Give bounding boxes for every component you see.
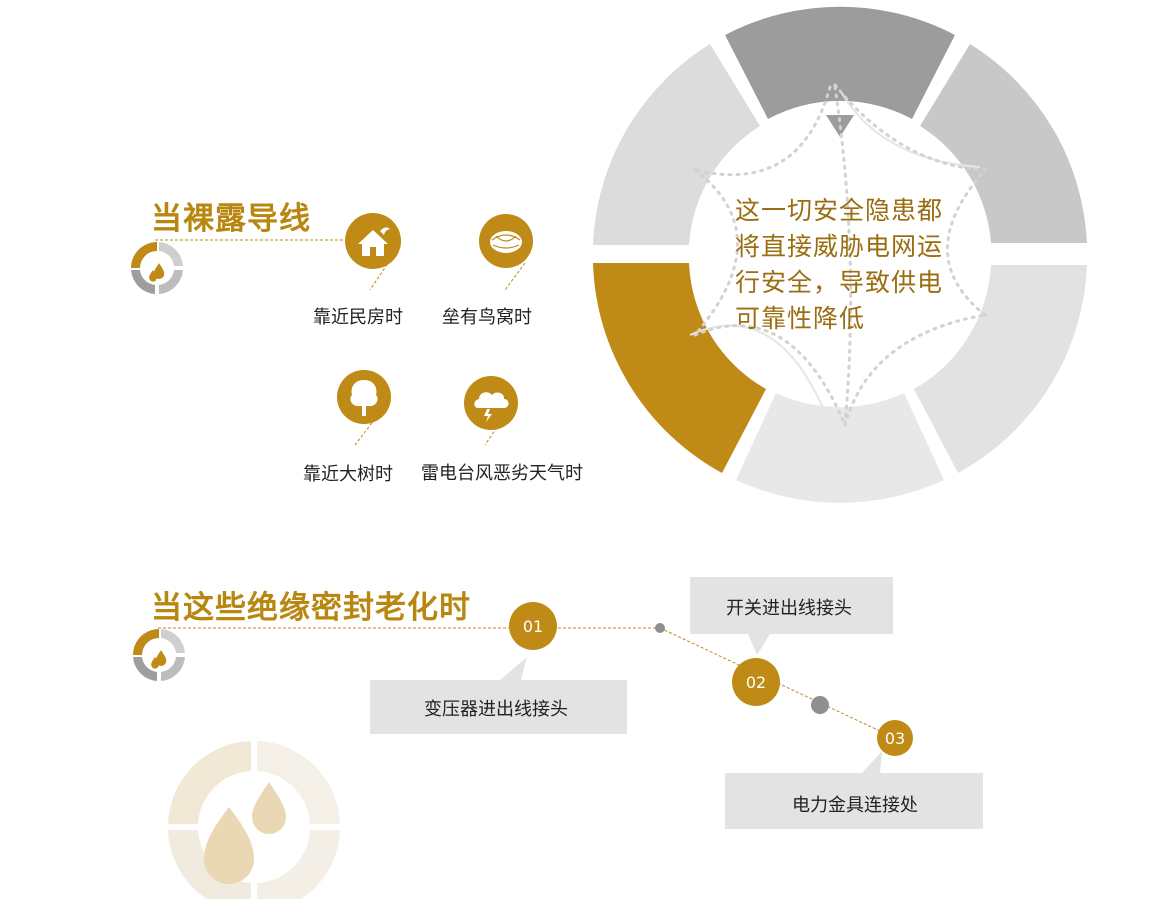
hazard-label: 靠近大树时 xyxy=(303,464,393,485)
hazard-label: 靠近民房时 xyxy=(313,307,403,328)
flow-node xyxy=(811,696,829,714)
flow-node xyxy=(655,623,665,633)
ring-segment-bottom xyxy=(736,393,944,503)
step-circle-02 xyxy=(732,658,780,706)
ring-text-line: 可靠性降低 xyxy=(735,304,866,333)
ring-segment-bottom-right xyxy=(914,265,1087,473)
ring-segment-bottom-left xyxy=(593,263,766,473)
callout-box-1 xyxy=(370,657,627,734)
ring-text-line: 行安全，导致供电 xyxy=(735,268,944,297)
step-number: 02 xyxy=(746,673,766,692)
section2-title: 当这些绝缘密封老化时 xyxy=(151,590,471,626)
nest-icon xyxy=(479,214,533,268)
ring-center-text: 这一切安全隐患都 将直接威胁电网运 行安全，导致供电 可靠性降低 xyxy=(735,193,985,337)
step-circle-03 xyxy=(877,720,913,756)
hazard-label: 垒有鸟窝时 xyxy=(442,307,532,328)
step-number: 03 xyxy=(885,729,905,748)
icon-leader-lines xyxy=(354,259,526,446)
step-label: 电力金具连接处 xyxy=(792,795,918,816)
callout-box-3 xyxy=(725,751,983,829)
callout-box-2 xyxy=(690,577,893,655)
section1-title: 当裸露导线 xyxy=(151,201,311,237)
ring-segment-top-left xyxy=(593,44,760,245)
large-drop-badge-icon xyxy=(168,741,340,899)
drop-badge-icon xyxy=(131,242,183,294)
house-icon xyxy=(345,213,401,269)
ring-text-line: 将直接威胁电网运 xyxy=(735,232,944,261)
step-label: 开关进出线接头 xyxy=(726,598,852,619)
step-circle-01 xyxy=(509,602,557,650)
step-label: 变压器进出线接头 xyxy=(424,699,568,720)
ring-segment-top-right xyxy=(920,44,1087,243)
drop-badge-icon xyxy=(133,629,185,681)
hazard-label: 雷电台风恶劣天气时 xyxy=(421,463,583,484)
ring-segment-top xyxy=(725,6,955,119)
tree-icon xyxy=(337,370,391,424)
ring-text-line: 这一切安全隐患都 xyxy=(735,196,944,225)
step-number: 01 xyxy=(523,617,543,636)
section1-connector-line xyxy=(155,239,365,241)
